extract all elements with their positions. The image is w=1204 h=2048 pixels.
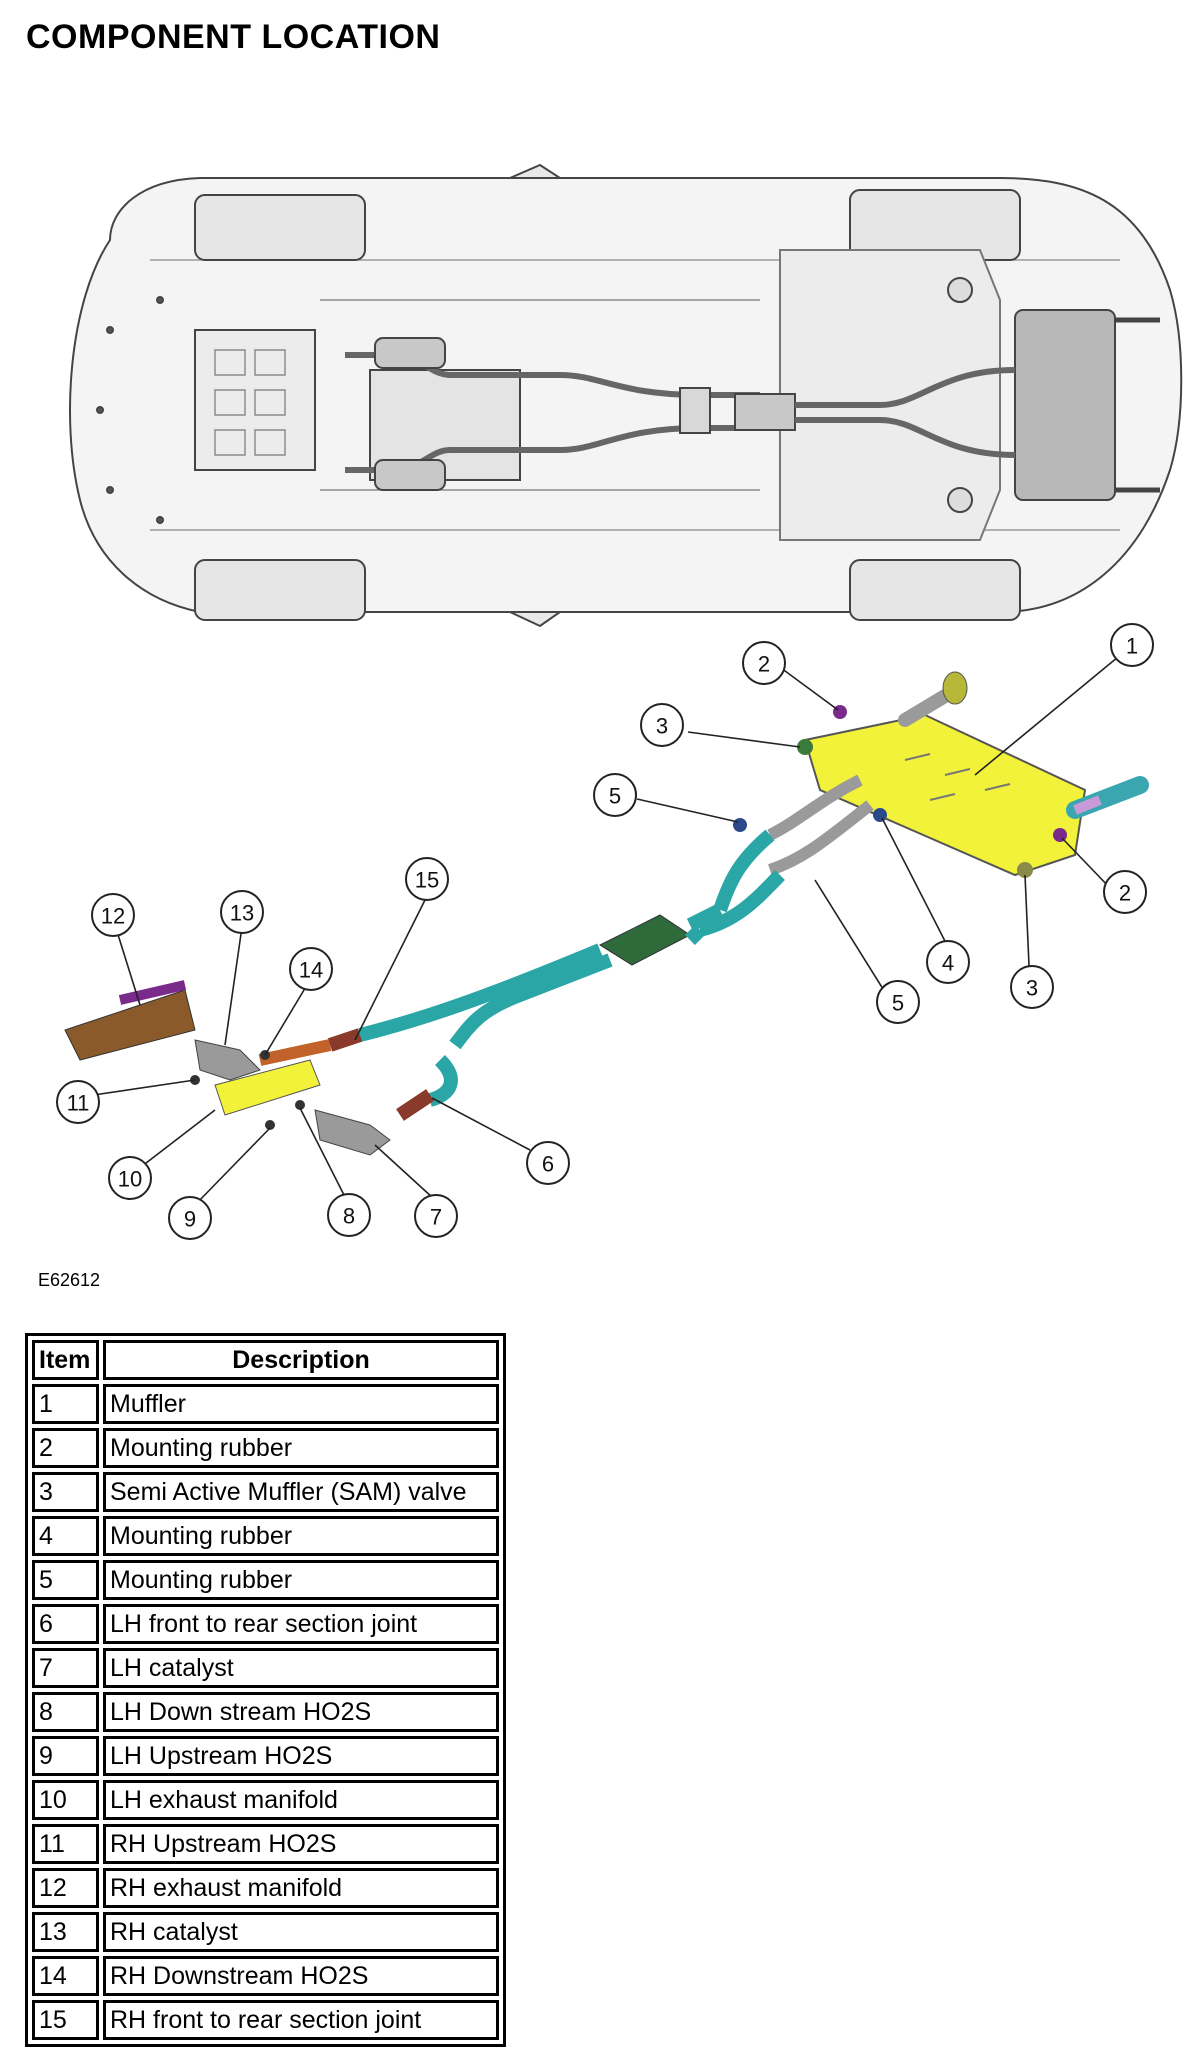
- legend-item-description: RH front to rear section joint: [103, 2000, 499, 2040]
- callout-label: 1: [1126, 634, 1138, 659]
- callout-4: 4: [926, 940, 970, 984]
- legend-header-item: Item: [32, 1340, 99, 1380]
- callout-15: 15: [405, 857, 449, 901]
- callout-12: 12: [91, 893, 135, 937]
- callout-label: 11: [67, 1091, 90, 1116]
- legend-item-number: 7: [32, 1648, 99, 1688]
- callout-label: 10: [118, 1167, 142, 1192]
- legend-item-number: 6: [32, 1604, 99, 1644]
- legend-item-description: RH exhaust manifold: [103, 1868, 499, 1908]
- callout-11: 11: [56, 1080, 100, 1124]
- legend-item-description: RH Upstream HO2S: [103, 1824, 499, 1864]
- exhaust-system-diagram: 1 2 2 3 3 4 5 5 6 7 8 9 10 11 12 13 14 1…: [56, 163, 1183, 1240]
- legend-item-number: 13: [32, 1912, 99, 1952]
- legend-item-number: 10: [32, 1780, 99, 1820]
- callout-2-right: 2: [1103, 870, 1147, 914]
- callout-label: 5: [609, 784, 621, 809]
- callout-label: 7: [430, 1205, 442, 1230]
- legend-item-number: 11: [32, 1824, 99, 1864]
- callout-label: 15: [415, 868, 439, 893]
- callout-label: 2: [1119, 881, 1131, 906]
- callout-8: 8: [327, 1193, 371, 1237]
- callout-13: 13: [220, 890, 264, 934]
- page-title: COMPONENT LOCATION: [26, 18, 441, 56]
- legend-item-description: LH Upstream HO2S: [103, 1736, 499, 1776]
- legend-item-description: RH Downstream HO2S: [103, 1956, 499, 1996]
- legend-item-description: Mounting rubber: [103, 1428, 499, 1468]
- vehicle-underbody-illustration: [69, 163, 1183, 628]
- callout-label: 6: [542, 1152, 554, 1177]
- callout-label: 4: [942, 951, 954, 976]
- legend-item-description: Mounting rubber: [103, 1516, 499, 1556]
- callout-6: 6: [526, 1141, 570, 1185]
- callout-3-bottom: 3: [1010, 965, 1054, 1009]
- callout-3-left: 3: [640, 703, 684, 747]
- callout-10: 10: [108, 1156, 152, 1200]
- callout-label: 13: [230, 901, 254, 926]
- exhaust-system-illustration: [64, 671, 1149, 1156]
- figure-code: E62612: [38, 1270, 101, 1290]
- callout-label: 3: [656, 714, 668, 739]
- legend-item-description: LH front to rear section joint: [103, 1604, 499, 1644]
- legend-item-number: 14: [32, 1956, 99, 1996]
- callout-label: 8: [343, 1204, 355, 1229]
- callout-7: 7: [414, 1194, 458, 1238]
- legend-item-description: Mounting rubber: [103, 1560, 499, 1600]
- callout-9: 9: [168, 1196, 212, 1240]
- legend-item-description: LH catalyst: [103, 1648, 499, 1688]
- legend-item-number: 15: [32, 2000, 99, 2040]
- callout-label: 9: [184, 1207, 196, 1232]
- callout-leaders: [79, 656, 1119, 1206]
- callout-label: 14: [299, 958, 323, 983]
- legend-item-description: LH exhaust manifold: [103, 1780, 499, 1820]
- callout-5-bottom: 5: [876, 980, 920, 1024]
- legend-item-number: 2: [32, 1428, 99, 1468]
- legend-header-description: Description: [103, 1340, 499, 1380]
- legend-item-description: LH Down stream HO2S: [103, 1692, 499, 1732]
- legend-item-description: RH catalyst: [103, 1912, 499, 1952]
- legend-header-row: Item Description: [32, 1340, 499, 1380]
- legend-item-number: 1: [32, 1384, 99, 1424]
- legend-item-number: 3: [32, 1472, 99, 1512]
- legend-item-number: 5: [32, 1560, 99, 1600]
- callout-label: 3: [1026, 976, 1038, 1001]
- callout-5-top: 5: [593, 773, 637, 817]
- callout-1: 1: [1110, 623, 1154, 667]
- legend-item-number: 9: [32, 1736, 99, 1776]
- legend-item-number: 12: [32, 1868, 99, 1908]
- legend-item-description: Semi Active Muffler (SAM) valve: [103, 1472, 499, 1512]
- callout-label: 2: [758, 652, 770, 677]
- callout-2-top: 2: [742, 641, 786, 685]
- legend-item-number: 8: [32, 1692, 99, 1732]
- callout-14: 14: [289, 947, 333, 991]
- callout-label: 5: [892, 991, 904, 1016]
- callout-label: 12: [101, 904, 125, 929]
- legend-item-number: 4: [32, 1516, 99, 1556]
- legend-item-description: Muffler: [103, 1384, 499, 1424]
